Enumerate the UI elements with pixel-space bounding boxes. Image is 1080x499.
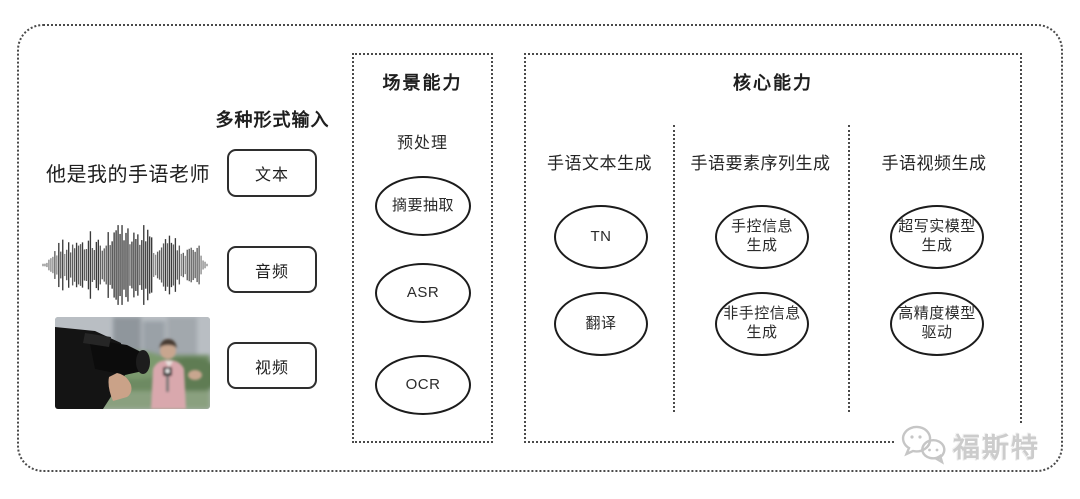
input-mode-audio-box[interactable]: 音频 — [227, 246, 317, 293]
node-label: OCR — [405, 375, 441, 393]
core-capability-panel: 核心能力 手语文本生成 手语要素序列生成 手语视频生成 TN 翻译 手控信息 生… — [524, 53, 1022, 443]
node-ocr: OCR — [375, 355, 471, 415]
node-non-manual-info-generation: 非手控信息 生成 — [715, 292, 809, 356]
mode-label-text: 文本 — [254, 167, 289, 184]
node-label: TN — [590, 227, 612, 245]
node-hyperreal-model-generation: 超写实模型 生成 — [890, 205, 984, 269]
node-asr: ASR — [375, 263, 471, 323]
core-panel-title: 核心能力 — [733, 73, 813, 93]
column-divider — [848, 125, 850, 412]
sample-input-sentence: 他是我的手语老师 — [46, 164, 210, 186]
camera-reporter-photo-icon — [55, 317, 210, 409]
node-label: 翻译 — [585, 314, 617, 332]
input-mode-video-box[interactable]: 视频 — [227, 342, 317, 389]
node-label: 摘要抽取 — [391, 196, 454, 214]
node-label: 高精度模型 — [898, 305, 976, 323]
scene-panel-title: 场景能力 — [382, 73, 463, 93]
node-label: 生成 — [921, 237, 953, 254]
input-section-header: 多种形式输入 — [215, 110, 330, 130]
preprocess-stage-label: 预处理 — [396, 135, 448, 152]
node-label: 手控信息 — [730, 218, 793, 236]
node-high-precision-model-drive: 高精度模型 驱动 — [890, 292, 984, 356]
audio-waveform-icon — [42, 225, 208, 305]
column-label-sign-text-generation: 手语文本生成 — [547, 154, 652, 173]
node-label: ASR — [406, 283, 440, 301]
node-label: 生成 — [746, 237, 778, 254]
node-manual-info-generation: 手控信息 生成 — [715, 205, 809, 269]
mode-label-audio: 音频 — [254, 263, 289, 281]
outer-dashed-border — [17, 24, 1063, 472]
column-label-sign-video-generation: 手语视频生成 — [881, 154, 987, 173]
node-tn: TN — [554, 205, 648, 269]
node-label: 生成 — [746, 324, 778, 341]
scene-capability-panel: 场景能力 预处理 摘要抽取 ASR OCR — [352, 53, 493, 443]
input-mode-text-box[interactable]: 文本 — [227, 149, 317, 197]
node-translation: 翻译 — [554, 292, 648, 356]
node-label: 非手控信息 — [723, 305, 801, 323]
mode-label-video: 视频 — [254, 359, 289, 377]
video-thumbnail — [55, 317, 210, 409]
node-label: 驱动 — [921, 324, 953, 341]
column-label-sign-element-sequence-generation: 手语要素序列生成 — [690, 154, 831, 173]
node-summary-extraction: 摘要抽取 — [375, 176, 471, 236]
node-label: 超写实模型 — [898, 218, 976, 236]
column-divider — [673, 125, 675, 412]
